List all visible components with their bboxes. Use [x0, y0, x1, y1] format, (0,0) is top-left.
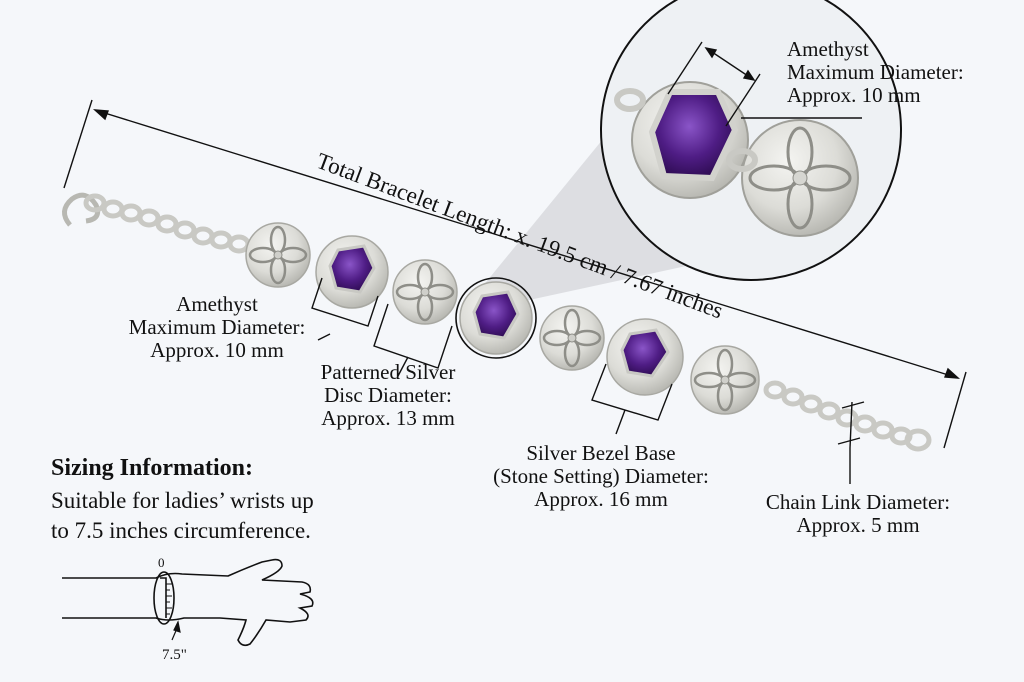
patterned-disc-line2: Disc Diameter:	[324, 383, 452, 407]
amethyst-label: Amethyst Maximum Diameter: Approx. 10 mm	[112, 293, 322, 362]
amethyst-line2: Maximum Diameter:	[128, 315, 306, 339]
bezel-bracket	[591, 363, 673, 435]
bezel-base-label: Silver Bezel Base (Stone Setting) Diamet…	[470, 442, 732, 511]
zoom-amethyst-line1: Amethyst	[787, 37, 869, 61]
amethyst-bracket	[311, 277, 379, 341]
bezel-base-line3: Approx. 16 mm	[534, 487, 668, 511]
flower-disc-2	[392, 259, 458, 325]
total-length-arrow	[63, 99, 967, 449]
patterned-disc-line3: Approx. 13 mm	[321, 406, 455, 430]
zoom-inset	[600, 0, 902, 281]
patterned-disc-label: Patterned Silver Disc Diameter: Approx. …	[300, 361, 476, 430]
zoom-amethyst-line2: Maximum Diameter:	[787, 60, 964, 84]
bracelet-chain	[62, 192, 932, 452]
wrist-arrow	[171, 620, 181, 641]
gem-highlight-circle	[455, 277, 537, 359]
zoom-amethyst-line3: Approx. 10 mm	[787, 83, 921, 107]
sizing-line1: Suitable for ladies’ wrists up	[51, 488, 314, 513]
sizing-description: Suitable for ladies’ wrists up to 7.5 in…	[51, 486, 314, 546]
disc-bracket	[373, 303, 453, 377]
sizing-line2: to 7.5 inches circumference.	[51, 518, 311, 543]
wrist-tape-ticks	[166, 583, 172, 615]
flower-disc-1	[245, 222, 311, 288]
flower-disc-3	[539, 305, 605, 371]
wrist-start-label: 0	[158, 555, 165, 570]
zoom-dimension-arrow	[667, 41, 862, 127]
wrist-diagram	[62, 558, 314, 647]
amethyst-line3: Approx. 10 mm	[150, 338, 284, 362]
gem-setting-1	[315, 235, 389, 309]
chain-link-bracket	[837, 401, 865, 484]
chain-link-line1: Chain Link Diameter:	[765, 490, 951, 514]
amethyst-line1: Amethyst	[176, 292, 258, 316]
gem-setting-3	[606, 318, 684, 396]
chain-link-line2: Approx. 5 mm	[796, 513, 920, 537]
gem-setting-2	[459, 281, 533, 355]
flower-disc-4	[690, 345, 760, 415]
sizing-title: Sizing Information:	[51, 455, 254, 481]
wrist-end-label: 7.5"	[162, 647, 187, 663]
bezel-base-line1: Silver Bezel Base	[526, 441, 676, 465]
patterned-disc-line1: Patterned Silver	[320, 360, 456, 384]
bezel-base-line2: (Stone Setting) Diameter:	[493, 464, 709, 488]
chain-link-label: Chain Link Diameter: Approx. 5 mm	[742, 491, 974, 537]
zoom-amethyst-label: Amethyst Maximum Diameter: Approx. 10 mm	[787, 38, 964, 107]
